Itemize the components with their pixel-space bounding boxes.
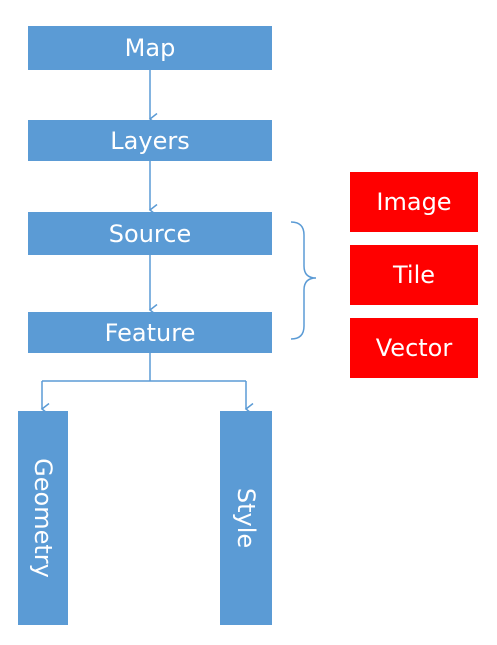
source-type-vector: Vector	[350, 318, 478, 378]
node-layers: Layers	[28, 120, 272, 161]
node-source-label: Source	[108, 219, 192, 248]
source-type-tile: Tile	[350, 245, 478, 305]
source-type-tile-label: Tile	[392, 261, 436, 289]
node-feature-label: Feature	[104, 318, 196, 347]
node-geometry-label: Geometry	[29, 458, 58, 578]
node-map-label: Map	[124, 34, 176, 62]
brace-source-types	[290, 221, 317, 340]
node-layers-label: Layers	[110, 126, 190, 155]
node-source: Source	[28, 212, 272, 255]
node-style-label: Style	[232, 487, 260, 549]
node-feature: Feature	[28, 312, 272, 353]
node-geometry: Geometry	[18, 411, 68, 625]
node-style: Style	[220, 411, 272, 625]
source-type-image: Image	[350, 172, 478, 232]
node-map: Map	[28, 26, 272, 70]
source-type-vector-label: Vector	[375, 334, 453, 362]
source-type-image-label: Image	[376, 188, 452, 216]
